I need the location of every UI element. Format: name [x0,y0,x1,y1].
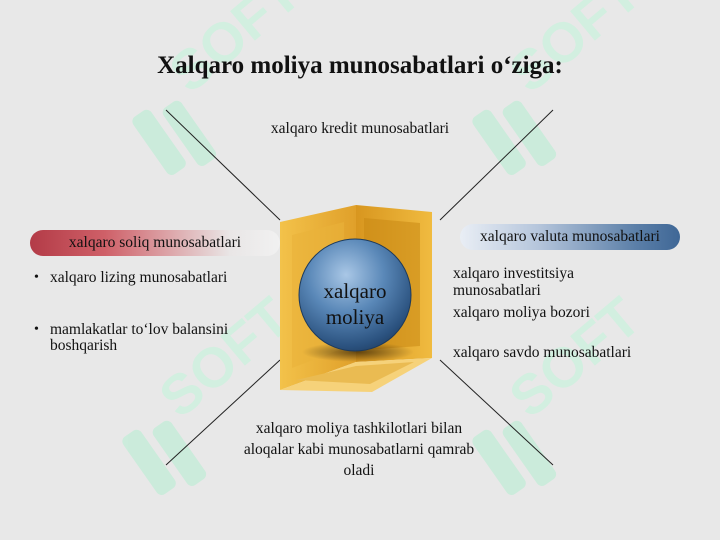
valuta-pill: xalqaro valuta munosabatlari [460,224,680,250]
right-item: xalqaro moliya bozori [453,304,590,321]
top-label: xalqaro kredit munosabatlari [270,120,450,137]
center-label-line1: xalqaro [323,279,387,303]
connector-line-top-left [165,109,281,221]
watermark-logo: SOFT [472,0,652,175]
right-item: xalqaro investitsiya munosabatlari [453,265,574,299]
connector-line-top-right [439,109,554,221]
connector-line-bottom-right [439,359,554,466]
center-label: xalqaro moliya [300,278,410,330]
center-sphere [298,238,412,352]
connector-line-bottom-left [165,359,281,466]
soliq-pill-label: xalqaro soliq munosabatlari [68,234,242,251]
soliq-pill: xalqaro soliq munosabatlari [30,230,280,256]
left-bullet-item: • xalqaro lizing munosabatlari [34,270,274,286]
left-bullet-item: • mamlakatlar to‘lov balansini boshqaris… [34,322,274,354]
watermark-text: SOFT [147,285,302,429]
right-item: xalqaro savdo munosabatlari [453,344,632,361]
center-label-line2: moliya [325,305,385,329]
slide-title: Xalqaro moliya munosabatlari o‘ziga: [157,52,563,79]
bullet-icon: • [34,270,39,285]
watermark-logo: SOFT [132,0,312,175]
bullet-icon: • [34,322,39,337]
sphere-shadow [302,342,414,362]
bottom-text: xalqaro moliya tashkilotlari bilan aloqa… [243,420,475,479]
left-bullet-text: xalqaro lizing munosabatlari [50,269,228,286]
left-bullet-text: mamlakatlar to‘lov balansini boshqarish [50,321,229,354]
valuta-pill-label: xalqaro valuta munosabatlari [480,228,660,245]
